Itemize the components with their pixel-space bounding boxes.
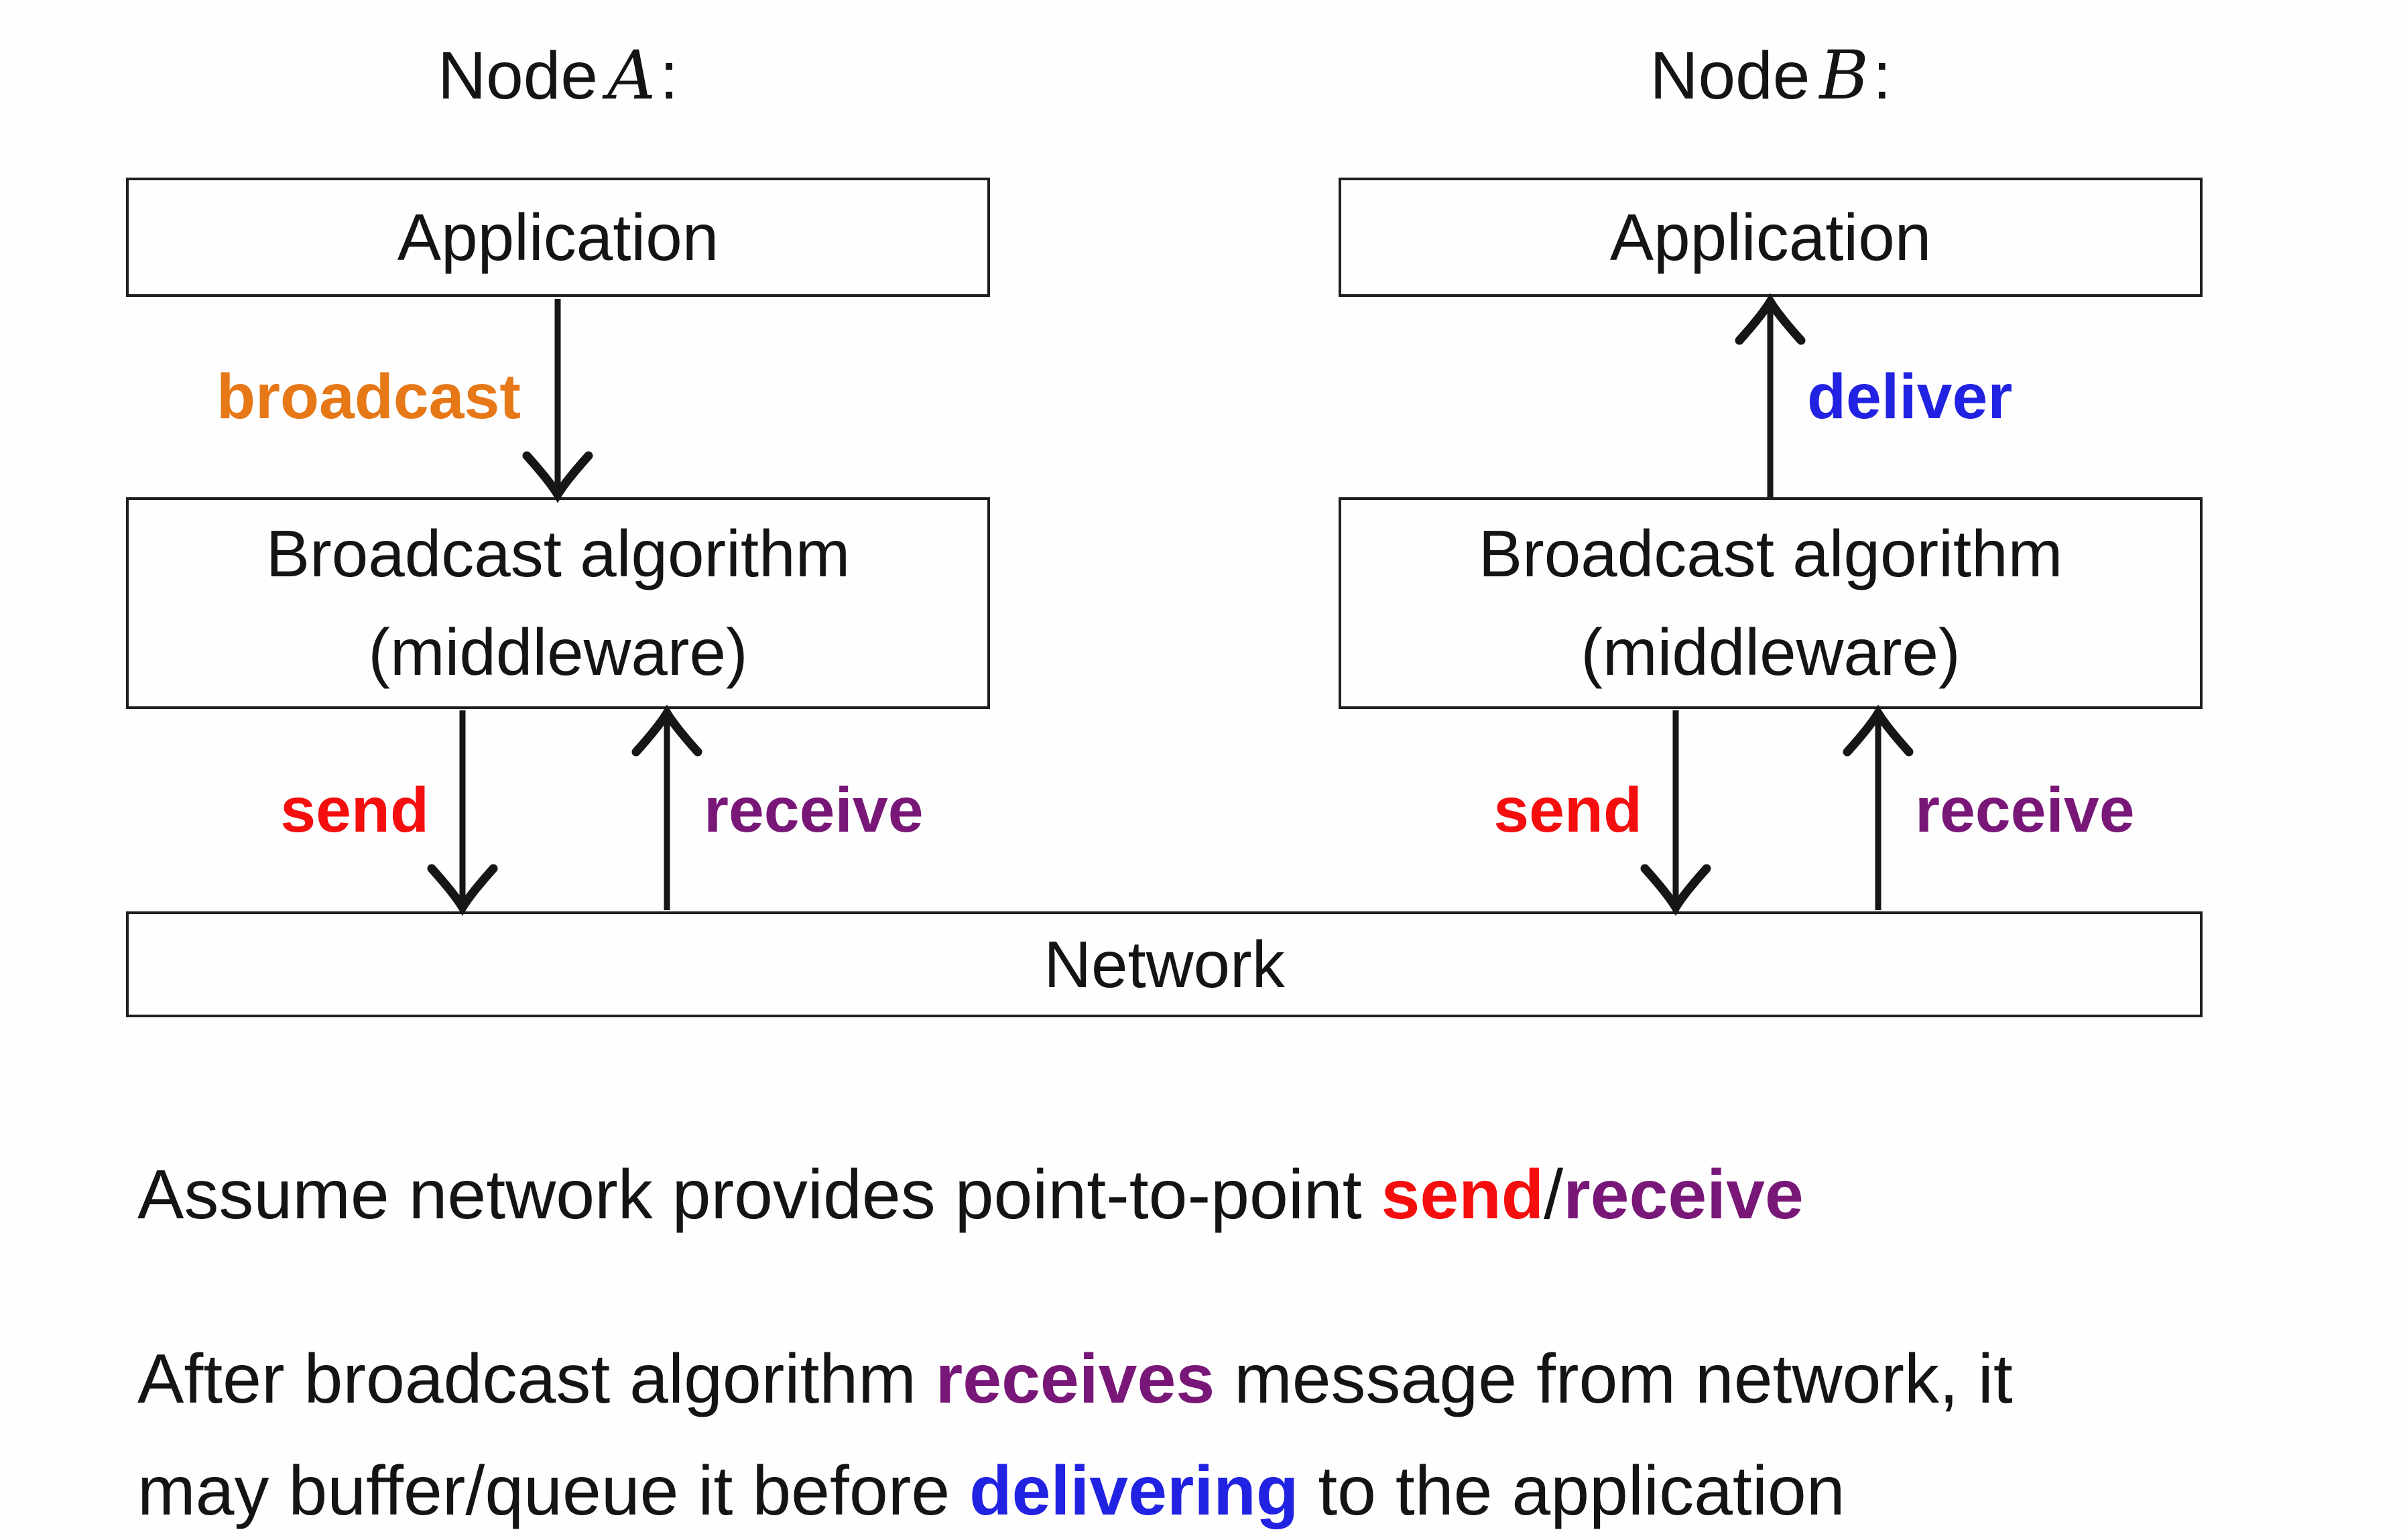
node-b-middleware-line1: Broadcast algorithm (1478, 517, 2063, 590)
caption-buffering-l1-text1: After broadcast algorithm (137, 1340, 936, 1418)
caption-delivering-word: delivering (969, 1452, 1299, 1530)
node-b-application-label: Application (1609, 200, 1932, 274)
network-box: Network (126, 911, 2203, 1017)
node-b-middleware-line2: (middleware) (1581, 615, 1961, 689)
node-b-send-label: send (1493, 775, 1642, 846)
node-b-send-arrow-down (1640, 710, 1711, 916)
node-b-middleware-box: Broadcast algorithm (middleware) (1339, 497, 2203, 709)
node-b-title-colon: : (1872, 38, 1892, 113)
node-b-receive-label: receive (1915, 775, 2135, 846)
node-b-title-prefix: Node (1650, 38, 1810, 113)
caption-buffering: After broadcast algorithm receives messa… (137, 1324, 2013, 1540)
node-a-title-variable: A (607, 36, 656, 115)
node-a-middleware-box: Broadcast algorithm (middleware) (126, 497, 990, 709)
node-a-application-label: Application (397, 200, 719, 274)
broadcast-arrow-down (522, 299, 593, 503)
node-a-middleware-line1: Broadcast algorithm (265, 517, 851, 590)
broadcast-label: broadcast (216, 361, 521, 432)
deliver-arrow-up (1735, 293, 1806, 497)
caption-receive-word: receive (1563, 1156, 1804, 1234)
caption-slash: / (1544, 1156, 1564, 1234)
node-a-receive-label: receive (704, 775, 924, 846)
caption-buffering-l2-text2: to the application (1298, 1452, 1845, 1530)
caption-buffering-l2-text1: may buffer/queue it before (137, 1452, 970, 1530)
deliver-label: deliver (1807, 361, 2013, 432)
node-a-application-box: Application (126, 178, 990, 297)
caption-assumption: Assume network provides point-to-point s… (137, 1139, 1804, 1251)
caption-receives-word: receives (935, 1340, 1215, 1418)
node-b-application-box: Application (1339, 178, 2203, 297)
node-a-receive-arrow-up (631, 704, 702, 910)
node-a-title-prefix: Node (437, 38, 599, 113)
node-b-title-variable: B (1819, 36, 1869, 115)
node-a-send-label: send (280, 775, 429, 846)
node-a-title-colon: : (660, 38, 679, 113)
caption-buffering-line1: After broadcast algorithm receives messa… (137, 1324, 2013, 1435)
caption-assumption-text: Assume network provides point-to-point (137, 1156, 1381, 1234)
node-b-receive-arrow-up (1843, 704, 1914, 910)
caption-send-word: send (1381, 1156, 1544, 1234)
node-a-middleware-line2: (middleware) (368, 615, 748, 689)
caption-buffering-line2: may buffer/queue it before delivering to… (137, 1435, 2013, 1540)
caption-buffering-l1-text2: message from network, it (1215, 1340, 2013, 1418)
network-label: Network (1044, 927, 1285, 1001)
node-a-send-arrow-down (427, 710, 498, 916)
